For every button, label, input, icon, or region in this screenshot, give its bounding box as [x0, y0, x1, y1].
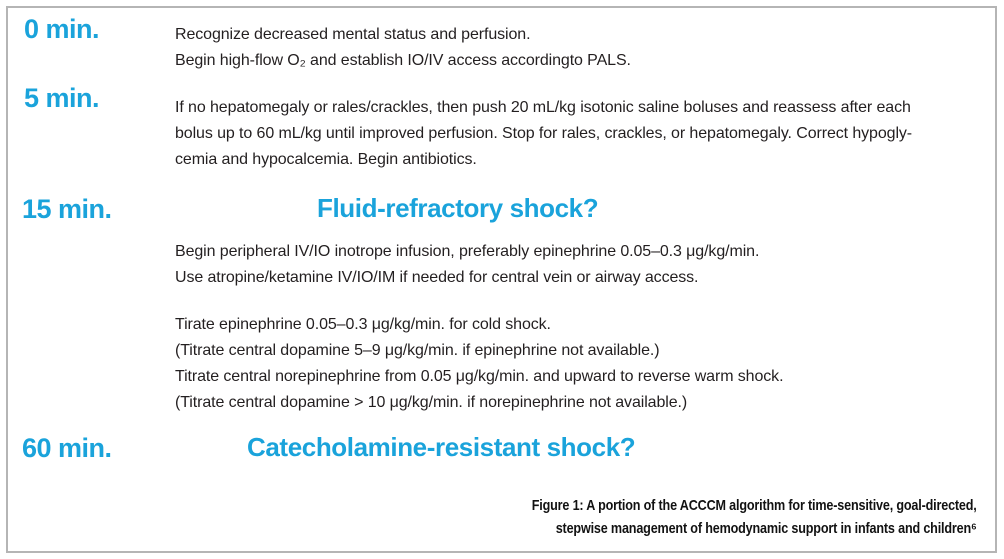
phase-heading-fluid-refractory-shock: Fluid-refractory shock? — [317, 193, 599, 223]
step-line: Use atropine/ketamine IV/IO/IM if needed… — [175, 269, 699, 286]
step-line: bolus up to 60 mL/kg until improved perf… — [175, 125, 913, 142]
time-label-0min: 0 min. — [24, 14, 100, 44]
step-line: Begin peripheral IV/IO inotrope infusion… — [175, 243, 760, 260]
step-line: Titrate central norepinephrine from 0.05… — [175, 368, 784, 385]
step-text-15min-inotrope: Begin peripheral IV/IO inotrope infusion… — [175, 239, 759, 291]
figure-border-frame — [6, 6, 997, 553]
step-line: Recognize decreased mental status and pe… — [175, 26, 531, 43]
time-label-15min: 15 min. — [22, 194, 112, 224]
step-text-15min-titrate: Tirate epinephrine 0.05–0.3 μg/kg/min. f… — [175, 312, 784, 416]
time-label-5min: 5 min. — [24, 83, 100, 113]
step-line: (Titrate central dopamine > 10 μg/kg/min… — [175, 394, 688, 411]
time-label-60min: 60 min. — [22, 433, 112, 463]
step-line: Tirate epinephrine 0.05–0.3 μg/kg/min. f… — [175, 316, 551, 333]
step-text-5min: If no hepatomegaly or rales/crackles, th… — [175, 95, 912, 173]
step-line: cemia and hypocalcemia. Begin antibiotic… — [175, 151, 477, 168]
figure-caption-line: Figure 1: A portion of the ACCCM algorit… — [532, 497, 977, 514]
figure-caption: Figure 1: A portion of the ACCCM algorit… — [532, 494, 977, 540]
figure-caption-line: stepwise management of hemodynamic suppo… — [556, 520, 977, 537]
step-line: If no hepatomegaly or rales/crackles, th… — [175, 99, 911, 116]
step-line: Begin high-flow O₂ and establish IO/IV a… — [175, 52, 631, 69]
step-text-0min: Recognize decreased mental status and pe… — [175, 22, 631, 74]
phase-heading-catecholamine-resistant-shock: Catecholamine-resistant shock? — [247, 432, 636, 462]
step-line: (Titrate central dopamine 5–9 μg/kg/min.… — [175, 342, 660, 359]
